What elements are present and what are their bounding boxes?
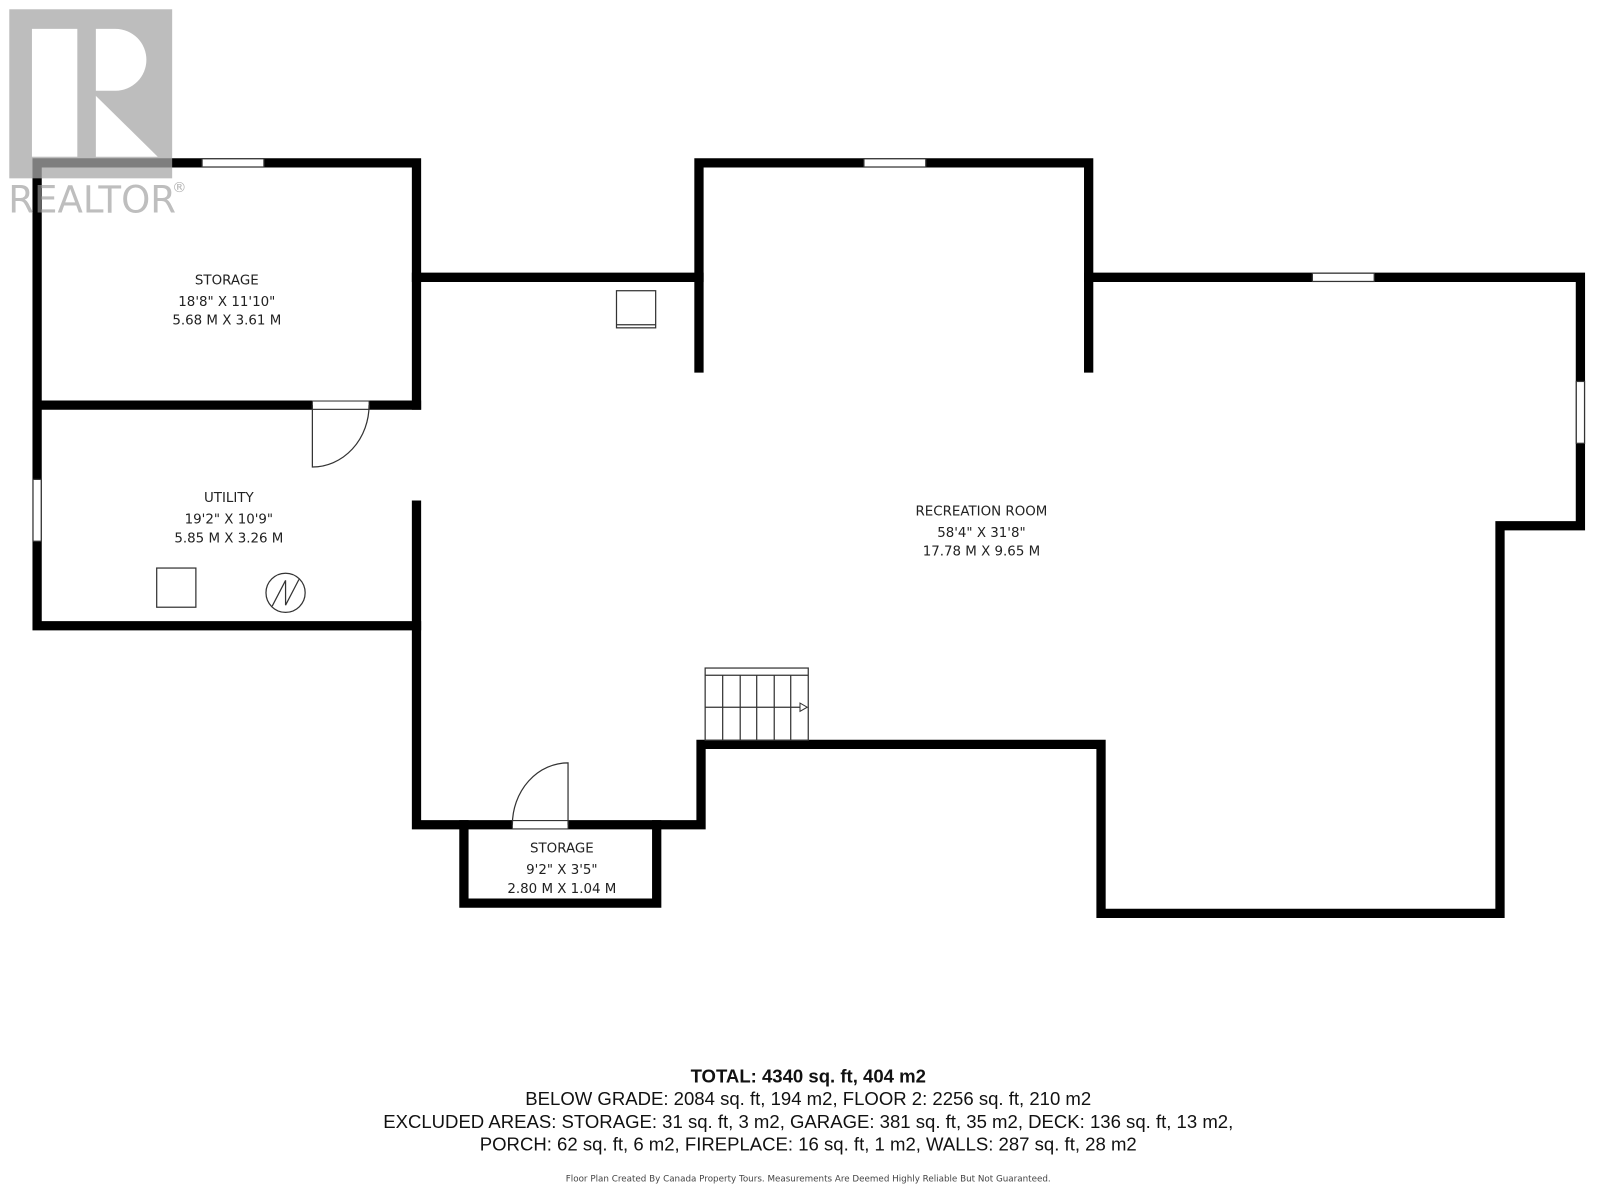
fixture-square [615, 290, 657, 329]
window [1311, 272, 1375, 283]
summary-line: BELOW GRADE: 2084 sq. ft, 194 m2, FLOOR … [525, 1088, 1091, 1109]
room-metric: 2.80 M X 1.04 M [507, 882, 616, 897]
summary-line: EXCLUDED AREAS: STORAGE: 31 sq. ft, 3 m2… [383, 1111, 1233, 1132]
room-name: STORAGE [195, 274, 259, 289]
room-small-storage-label: STORAGE 9'2" X 3'5" 2.80 M X 1.04 M [507, 842, 616, 897]
window [863, 158, 927, 168]
room-imperial: 19'2" X 10'9" [185, 513, 273, 528]
registered-mark: ® [172, 180, 186, 196]
room-utility-label: UTILITY 19'2" X 10'9" 5.85 M X 3.26 M [174, 491, 283, 546]
window [1575, 380, 1586, 444]
room-imperial: 9'2" X 3'5" [526, 863, 597, 878]
room-name: STORAGE [530, 842, 594, 857]
window [32, 478, 42, 542]
room-name: RECREATION ROOM [915, 504, 1047, 519]
realtor-wordmark: REALTOR [8, 178, 176, 221]
window [201, 158, 265, 168]
summary-total: TOTAL: 4340 sq. ft, 404 m2 [691, 1065, 926, 1086]
room-metric: 5.68 M X 3.61 M [172, 314, 281, 329]
stairs-arrow-icon [799, 702, 809, 713]
room-metric: 17.78 M X 9.65 M [923, 545, 1040, 560]
room-imperial: 18'8" X 11'10" [178, 295, 275, 310]
room-storage-label: STORAGE 18'8" X 11'10" 5.68 M X 3.61 M [172, 274, 281, 329]
door-small-storage [511, 762, 569, 830]
footer-disclaimer: Floor Plan Created By Canada Property To… [566, 1174, 1051, 1184]
windows [32, 158, 1586, 542]
realtor-logo: REALTOR ® [8, 9, 187, 221]
room-recreation-label: RECREATION ROOM 58'4" X 31'8" 17.78 M X … [915, 504, 1047, 559]
room-metric: 5.85 M X 3.26 M [174, 531, 283, 546]
room-imperial: 58'4" X 31'8" [937, 526, 1025, 541]
door-utility [311, 400, 370, 468]
summary-line: PORCH: 62 sq. ft, 6 m2, FIREPLACE: 16 sq… [480, 1134, 1137, 1155]
fixture-square [156, 567, 197, 608]
stairs [704, 667, 809, 741]
water-heater-icon [265, 572, 306, 613]
room-name: UTILITY [204, 491, 255, 506]
area-summary: TOTAL: 4340 sq. ft, 404 m2 BELOW GRADE: … [383, 1065, 1233, 1154]
